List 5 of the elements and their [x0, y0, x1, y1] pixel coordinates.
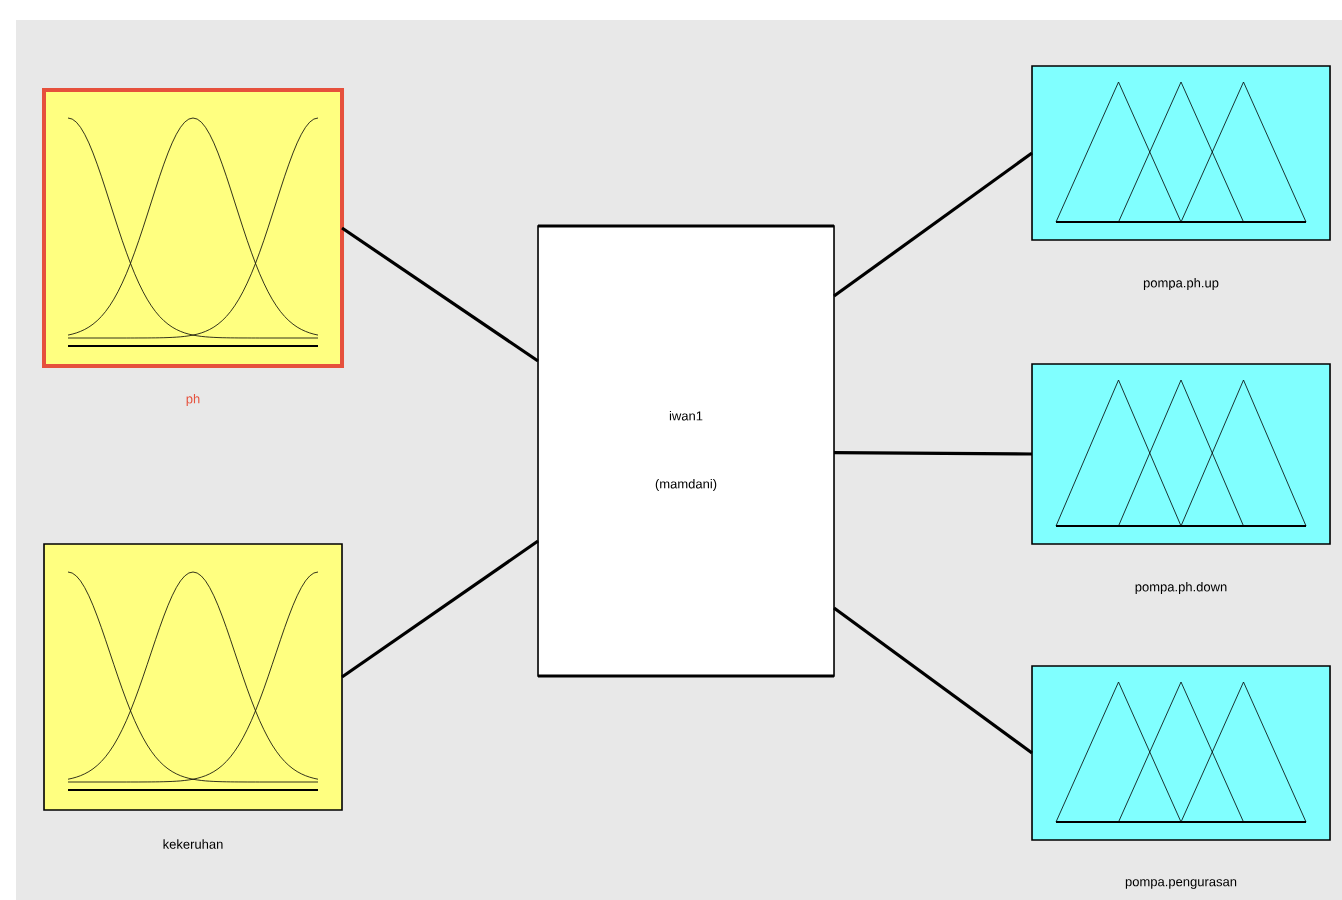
connector-line	[834, 450, 1033, 456]
connector-line	[833, 151, 1033, 298]
connector-line	[341, 226, 539, 363]
connector-line	[341, 539, 539, 679]
connector-line	[833, 606, 1033, 755]
